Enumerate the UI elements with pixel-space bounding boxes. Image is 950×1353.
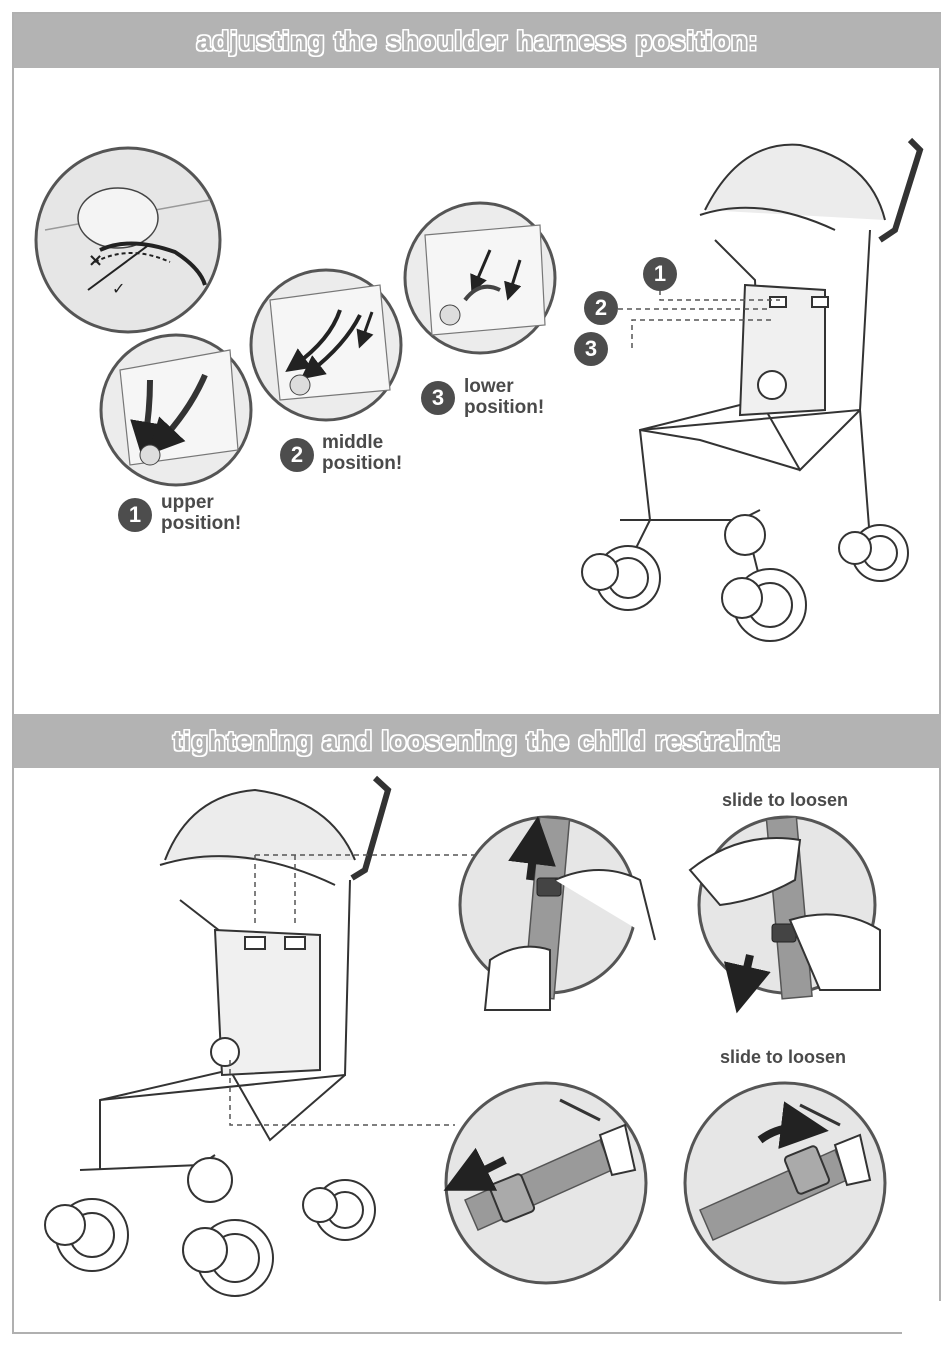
position-label-middle: middle position!	[322, 432, 402, 474]
caption-slide-to-loosen-top: slide to loosen	[722, 790, 848, 811]
position-badge-2: 2	[280, 438, 314, 472]
upper-position-illustration	[101, 335, 251, 485]
neck-detail-illustration: × ✓	[36, 148, 220, 332]
position-label-line: middle	[322, 432, 402, 453]
stroller-wheels-top	[582, 515, 908, 641]
svg-text:×: ×	[88, 250, 103, 271]
position-label-line: lower	[464, 376, 544, 397]
callout-badge-2: 2	[584, 291, 618, 325]
caption-slide-to-loosen-bottom: slide to loosen	[720, 1047, 846, 1068]
waist-strap-detail-2	[685, 1083, 885, 1283]
position-label-line: position!	[161, 513, 241, 534]
page-corner	[902, 1301, 950, 1353]
position-label-lower: lower position!	[464, 376, 544, 418]
position-label-upper: upper position!	[161, 492, 241, 534]
stroller-illustration-bottom	[80, 778, 388, 1170]
callout-badge-1: 1	[643, 257, 677, 291]
waist-strap-detail-1	[446, 1083, 646, 1283]
shoulder-strap-detail-2	[690, 817, 880, 999]
position-label-line: position!	[464, 397, 544, 418]
callout-badge-3: 3	[574, 332, 608, 366]
shoulder-strap-detail-1	[460, 817, 655, 1010]
position-badge-1: 1	[118, 498, 152, 532]
svg-text:✓: ✓	[112, 279, 125, 298]
middle-position-illustration	[251, 270, 401, 420]
lower-position-illustration	[405, 203, 555, 353]
stroller-wheels-bottom	[45, 1158, 375, 1296]
position-badge-3: 3	[421, 381, 455, 415]
position-label-line: position!	[322, 453, 402, 474]
stroller-illustration-top	[620, 140, 920, 580]
position-label-line: upper	[161, 492, 241, 513]
